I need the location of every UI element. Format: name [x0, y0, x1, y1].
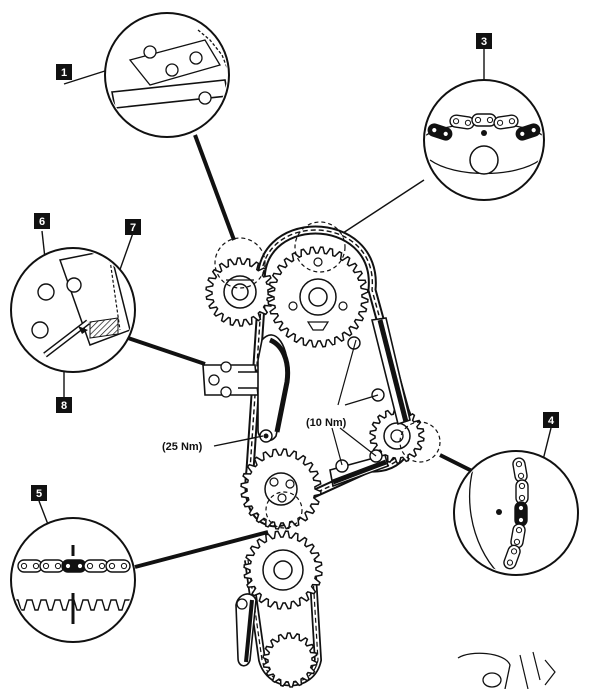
tensioner-rail	[257, 334, 291, 443]
callout-8: 8	[56, 397, 72, 413]
detail-view-crankshaft-mark	[10, 517, 136, 643]
callout-4-label: 4	[548, 415, 555, 427]
chain-pin	[530, 127, 537, 134]
chain-pin	[508, 118, 516, 125]
chain-pin	[431, 127, 438, 134]
chain-pin	[108, 562, 116, 570]
callout-4: 4	[543, 412, 559, 428]
detail-view-balance-shaft-mark	[453, 450, 579, 576]
detail-view-intake-cam-mark	[423, 79, 545, 201]
callout-6-label: 6	[39, 216, 45, 228]
chain-pin	[76, 562, 84, 570]
chain-pin	[519, 130, 526, 137]
chain-pin	[64, 562, 72, 570]
chain-pin	[120, 562, 128, 570]
chain-pin	[518, 482, 526, 490]
callout-3: 3	[476, 33, 492, 49]
chain-pin	[54, 562, 62, 570]
chain-pin	[442, 130, 449, 137]
chain-pin	[510, 548, 518, 555]
chain-pin	[486, 116, 494, 124]
detail-view-camshaft-lock	[104, 12, 230, 138]
chain-pin	[42, 562, 50, 570]
chain-pin	[517, 516, 525, 524]
chain-pin	[513, 538, 521, 546]
tensioner-torque-label: (25 Nm)	[162, 441, 203, 453]
chain-pin	[20, 562, 28, 570]
chain-pin	[32, 562, 40, 570]
chain-pin	[496, 119, 504, 126]
marking-circles	[214, 221, 441, 529]
chain-pin	[506, 559, 514, 566]
chain-pin	[517, 504, 525, 512]
exhaust-cam-hub	[223, 275, 257, 309]
chain-pin	[98, 562, 106, 570]
chain-pin	[518, 494, 526, 502]
callout-1-label: 1	[61, 67, 67, 79]
callout-5-label: 5	[36, 488, 42, 500]
guide-torque-label: (10 Nm)	[306, 417, 347, 429]
lower-chain-guide	[329, 449, 389, 488]
chain-pin	[515, 460, 523, 468]
callout-5: 5	[31, 485, 47, 501]
callout-1: 1	[56, 64, 72, 80]
intake-cam-hub	[288, 257, 348, 331]
right-chain-guide	[347, 317, 411, 426]
detail-view-tensioner-pin	[10, 247, 136, 373]
oil-pump-sprocket	[262, 632, 318, 688]
callout-6: 6	[34, 213, 50, 229]
chain-pin	[474, 116, 482, 124]
callout-7: 7	[125, 219, 141, 235]
chain-pin	[86, 562, 94, 570]
chain-pin	[517, 472, 525, 480]
chain-pin	[464, 119, 472, 126]
chain-tensioner	[202, 361, 263, 398]
oil-pump-tensioner	[235, 593, 257, 667]
partial-component-bottom-right	[457, 651, 556, 689]
crank-sprocket-hub	[264, 472, 298, 506]
callout-8-label: 8	[61, 400, 67, 412]
callout-3-label: 3	[481, 36, 487, 48]
chain-pin	[515, 526, 523, 534]
oil-pump-sprocket-hub	[262, 549, 304, 591]
callout-7-label: 7	[130, 222, 136, 234]
chain-pin	[452, 118, 460, 125]
